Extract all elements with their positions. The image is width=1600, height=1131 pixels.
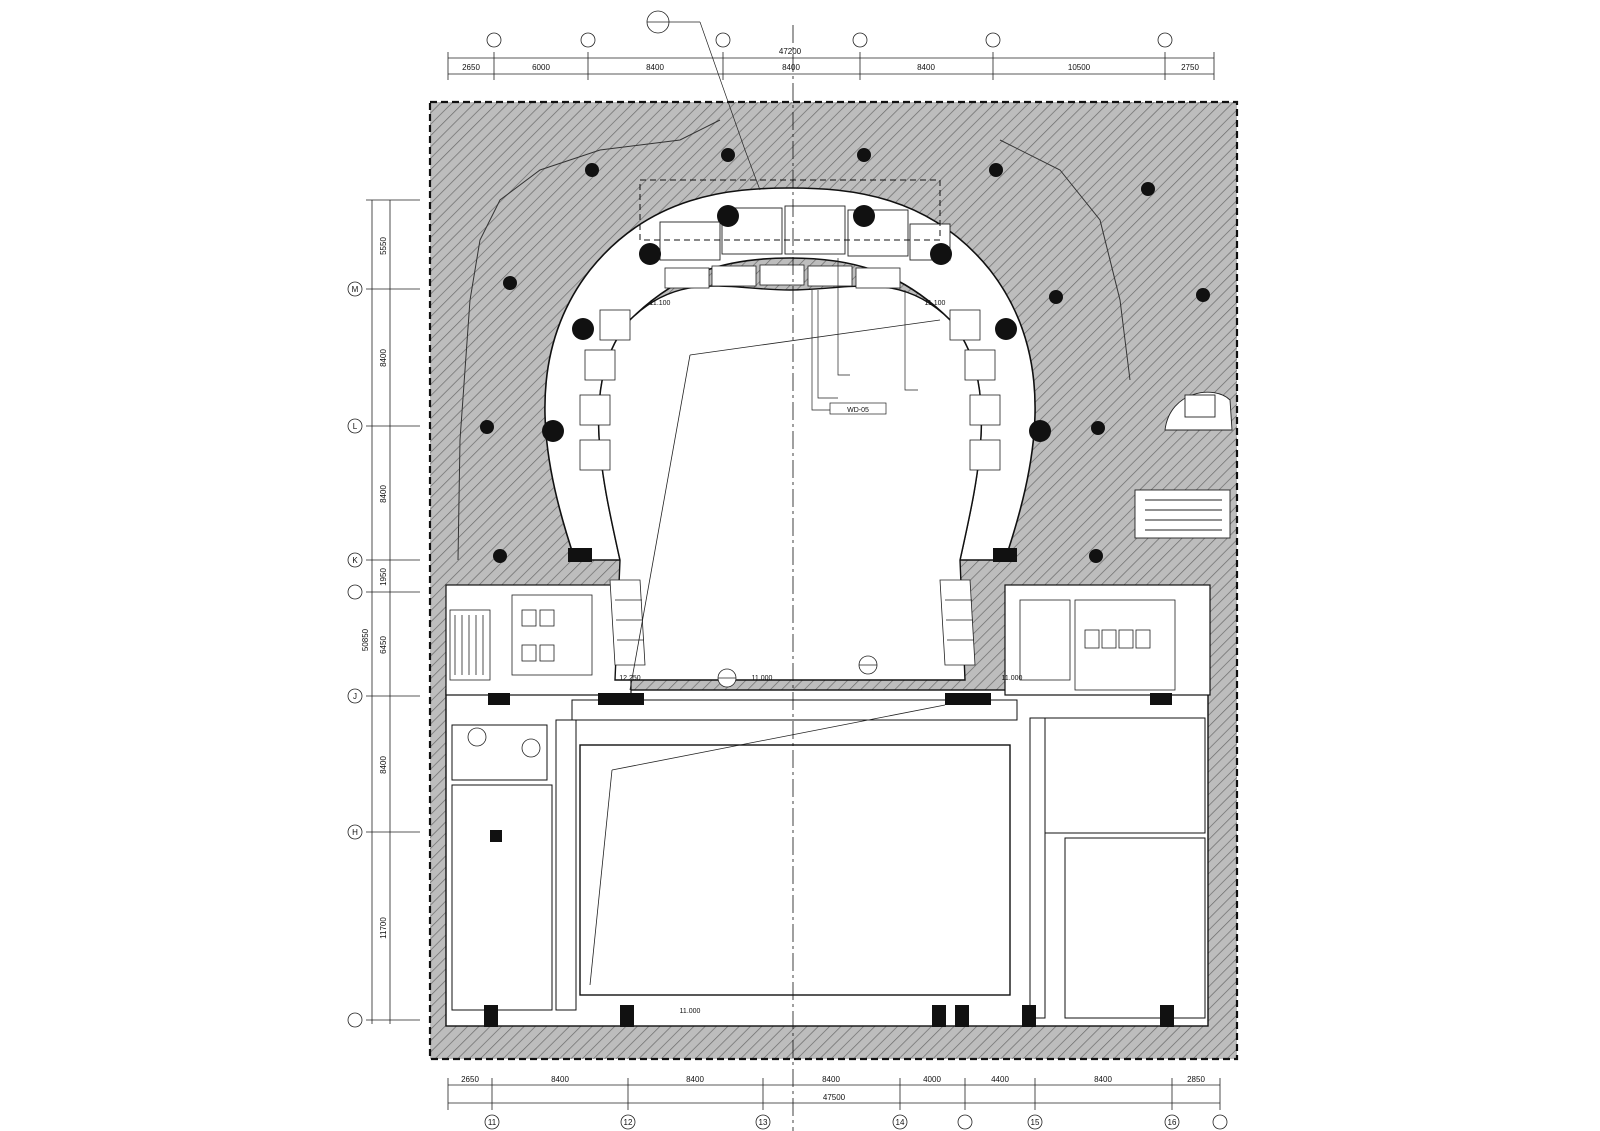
auditorium-inner-space [597,285,983,681]
bottom-axis-15: 15 [1031,1118,1040,1127]
elevation-mark-6: 11.000 [680,1008,701,1015]
elevation-mark-3: 12.250 [619,675,641,682]
left-toilet-rooms [511,594,593,676]
left-site-contour [457,119,721,561]
bottom-dimension-total: 47500 [823,1093,846,1102]
top-axis-bubbles [486,32,1173,48]
right-side-rooms [1029,717,1206,1019]
right-stair-detail [1134,391,1233,539]
ring-leader-1 [811,290,830,411]
top-dim-seg-6: 10500 [1068,63,1091,72]
elevation-mark-4: 11.000 [752,675,773,682]
top-dim-seg-4: 8400 [782,63,800,72]
right-site-contour [999,139,1131,381]
elevation-mark-1: 11.100 [650,300,671,307]
bottom-axis-13: 13 [759,1118,768,1127]
left-axis-K: K [352,556,358,565]
bottom-dim-seg-2: 8400 [551,1075,569,1084]
left-dim-seg-7: 11700 [379,917,388,939]
ring-leader-4 [904,290,918,391]
left-dim-seg-3: 8400 [379,485,388,503]
bottom-dim-seg-4: 8400 [822,1075,840,1084]
auditorium-diagonal [629,354,691,691]
stage-diagonal [589,769,613,986]
left-dim-seg-2: 8400 [379,349,388,367]
stage-diagonal-top [611,704,946,771]
left-dim-seg-6: 8400 [379,756,388,774]
bottom-axis-16: 16 [1168,1118,1177,1127]
top-dimension-total: 47200 [779,47,802,56]
balcony-box-cells [579,264,1001,471]
left-axis-J: J [353,692,357,701]
left-dim-seg-4: 1950 [379,568,388,586]
bottom-dim-seg-5: 4000 [923,1075,941,1084]
right-toilet-rooms [1019,599,1176,691]
left-axis-bubbles [347,281,363,1028]
bottom-dim-seg-1: 2650 [461,1075,479,1084]
bottom-dim-seg-7: 8400 [1094,1075,1112,1084]
left-axis-M: M [352,285,359,294]
top-dim-seg-7: 2750 [1181,63,1199,72]
wd-tag-box [829,402,887,415]
curved-stairs [609,579,976,666]
structural-column-dots [480,148,1210,563]
bottom-dim-seg-8: 2850 [1187,1075,1205,1084]
bottom-axis-11: 11 [488,1118,497,1127]
detail-dashed-box [639,179,941,241]
bottom-dim-seg-6: 4400 [991,1075,1009,1084]
site-boundary [428,100,1239,1061]
top-dim-seg-3: 8400 [646,63,664,72]
left-stair [449,609,491,681]
left-dimension-chain [366,199,420,1024]
left-dim-seg-5: 6450 [379,636,388,654]
top-callout-leader [699,21,761,191]
wd-tag-text: WD-05 [847,407,869,414]
top-dim-seg-1: 2650 [462,63,480,72]
main-stage-room [579,744,1011,996]
elevation-mark-2: 11.100 [925,300,946,307]
bottom-axis-12: 12 [624,1118,633,1127]
bottom-axis-bubbles [484,1114,1228,1130]
top-dim-seg-2: 6000 [532,63,550,72]
bottom-axis-14: 14 [896,1118,905,1127]
left-axis-H: H [352,828,358,837]
top-section-callout [646,10,700,34]
wall-pier-blocks [484,548,1174,1027]
ring-leader-2 [817,290,838,399]
detail-callout-bubbles [467,655,878,758]
ring-leader-3 [837,258,850,376]
left-side-rooms [451,719,577,1011]
left-dim-total: 50850 [361,628,370,651]
top-dim-seg-5: 8400 [917,63,935,72]
stage-wall-band [571,699,1018,721]
left-room-column [490,830,502,842]
elevation-mark-5: 11.000 [1002,675,1023,682]
auditorium-diagonal-top [689,319,941,356]
left-axis-L: L [353,422,358,431]
top-dimension-chain [447,52,1215,80]
bottom-dimension-chain [447,1078,1221,1110]
bottom-dim-seg-3: 8400 [686,1075,704,1084]
left-dim-seg-1: 5550 [379,237,388,255]
